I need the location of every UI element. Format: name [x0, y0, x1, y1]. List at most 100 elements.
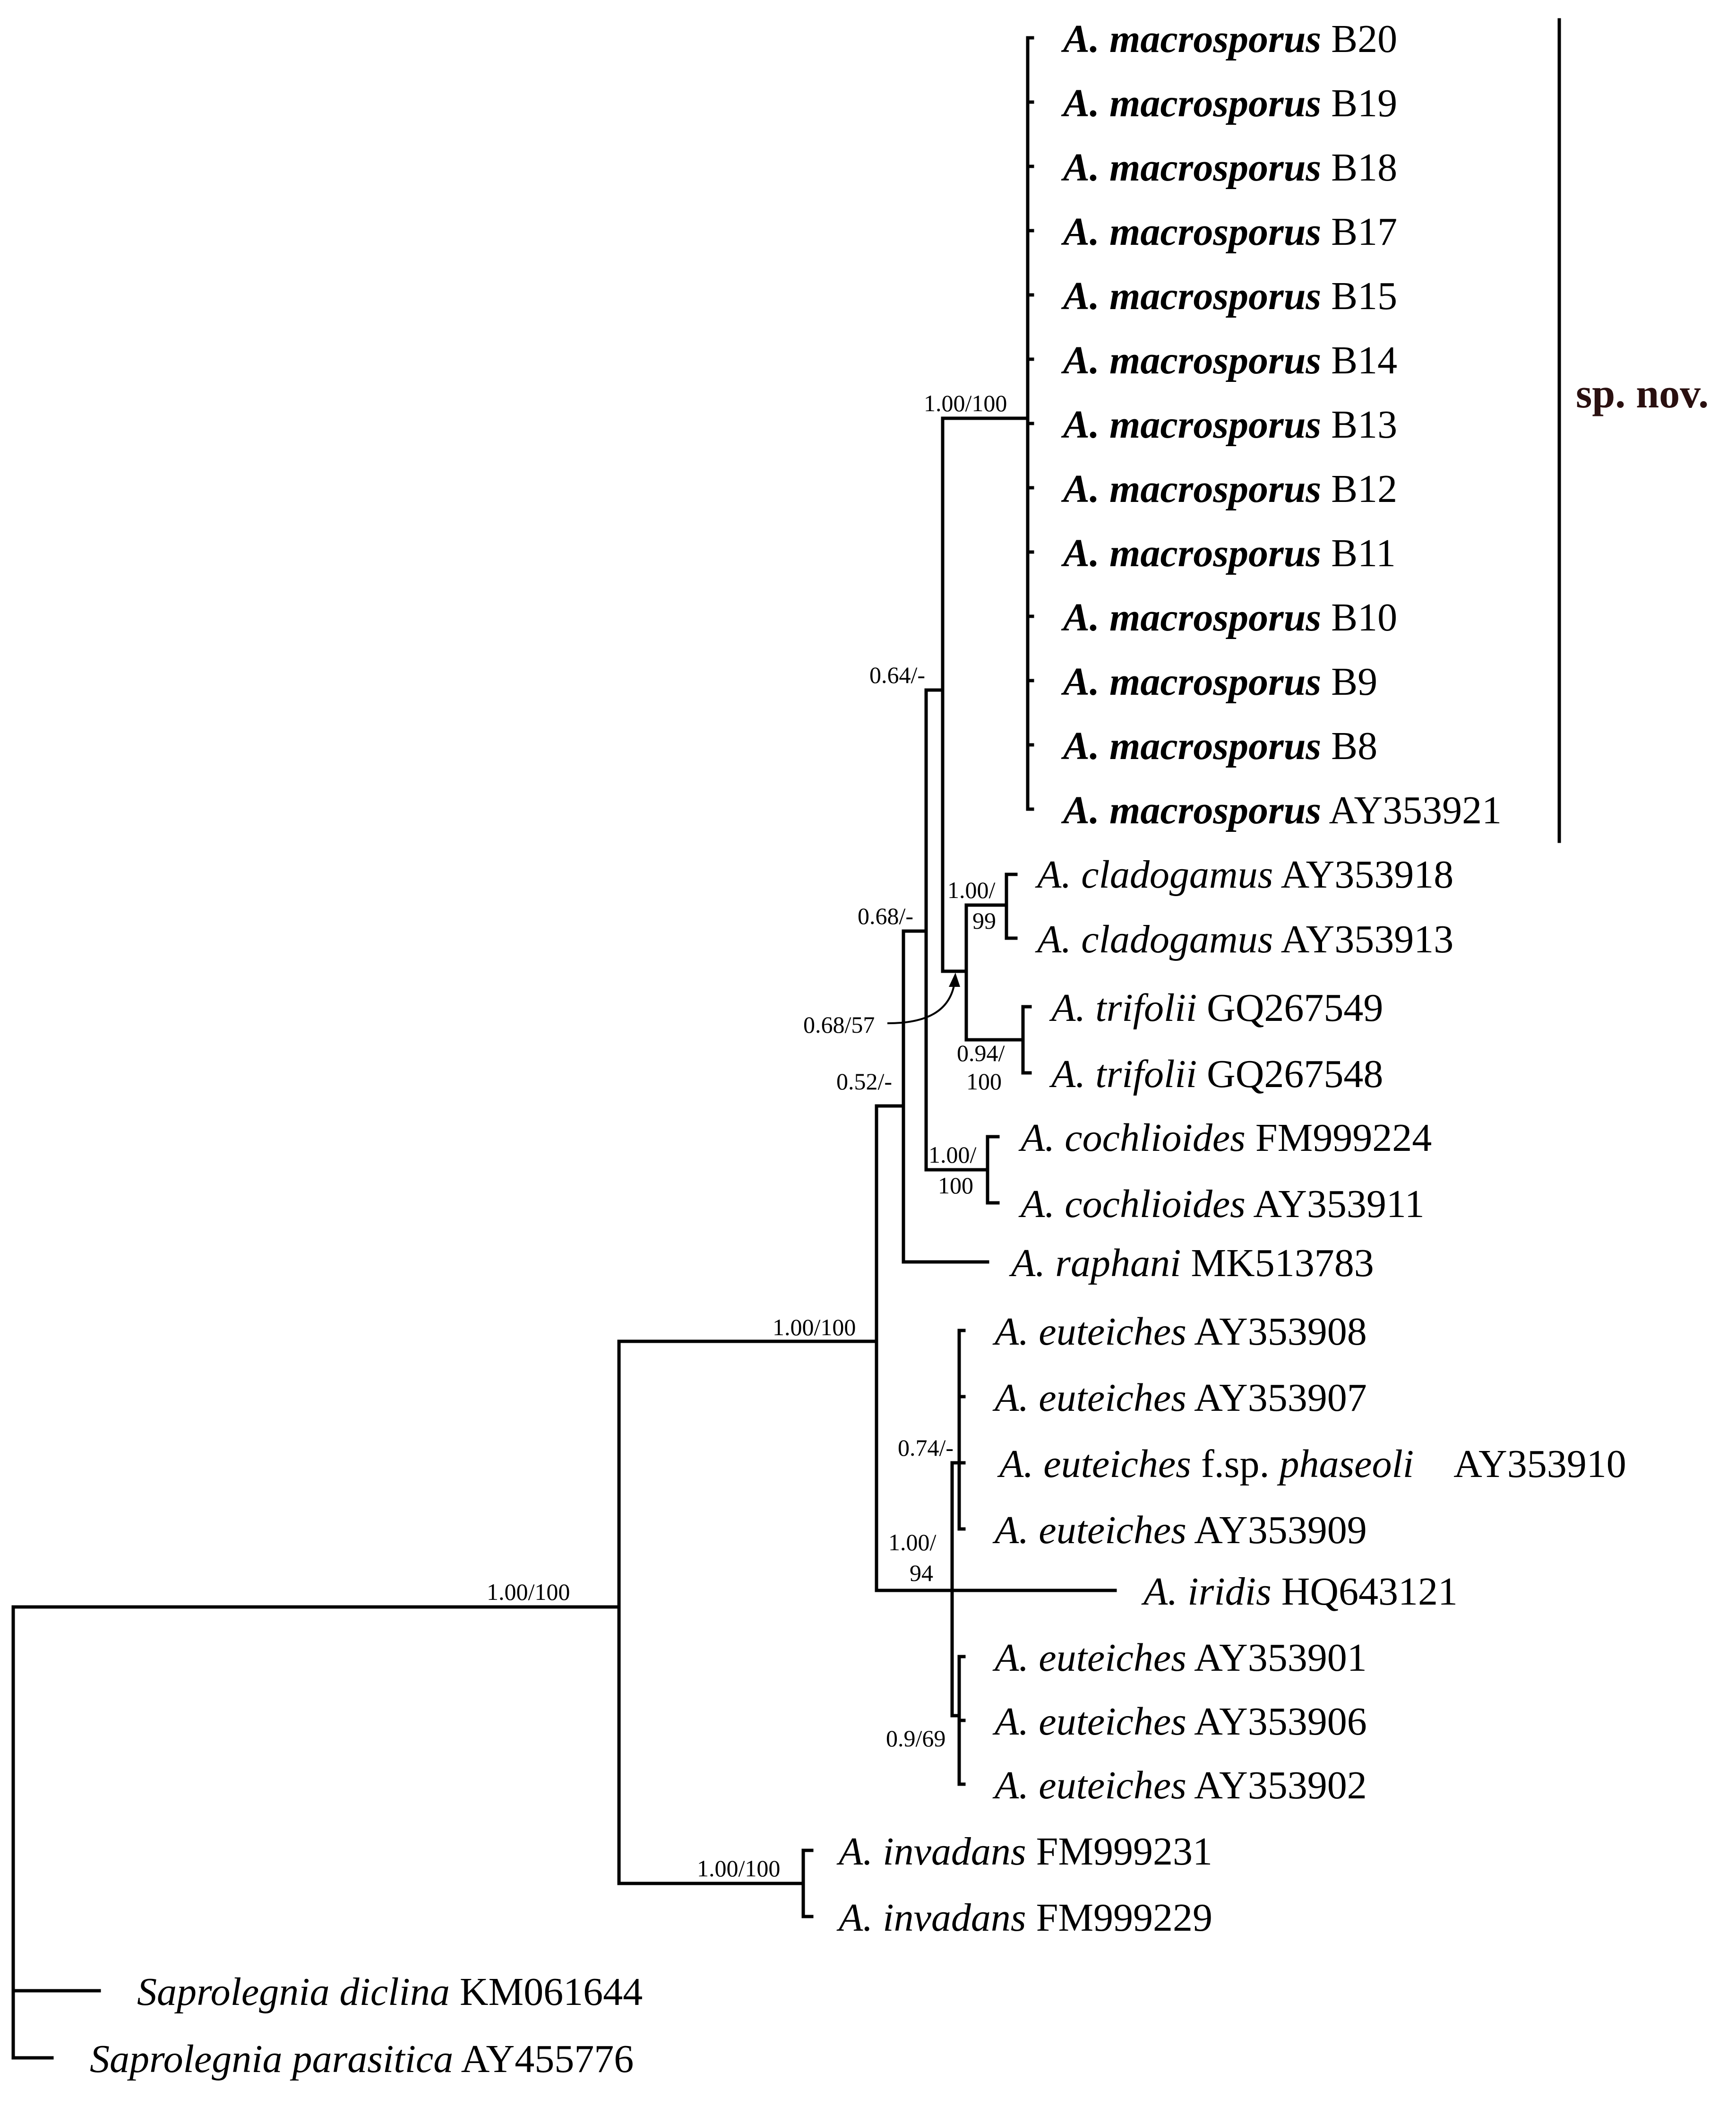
- support-0969: 0.9/69: [886, 1725, 945, 1752]
- taxon-species-name: A. euteiches: [992, 1700, 1186, 1744]
- support-052: 0.52/-: [836, 1068, 892, 1095]
- taxon-species-name: A. cochlioides: [1018, 1182, 1246, 1226]
- taxon-accession: FM999231: [1026, 1830, 1212, 1874]
- taxon-accession: B8: [1321, 724, 1377, 768]
- taxon-label: A. cladogamus AY353913: [1035, 917, 1453, 961]
- taxon-accession: HQ643121: [1272, 1570, 1458, 1614]
- taxon-species-name: A. euteiches: [997, 1442, 1191, 1486]
- taxon-accession: AY353906: [1186, 1700, 1367, 1744]
- taxon-accession: AY353921: [1321, 788, 1502, 832]
- taxon-species-name: A. raphani: [1009, 1241, 1181, 1285]
- taxon-label: A. invadans FM999231: [836, 1830, 1212, 1874]
- taxon-species-name: A. macrosporus: [1061, 17, 1321, 61]
- support-core: 1.00/100: [773, 1314, 856, 1340]
- taxon-accession: MK513783: [1181, 1241, 1374, 1285]
- taxon-label: A. cochlioides AY353911: [1018, 1182, 1425, 1226]
- taxon-accession: B11: [1321, 531, 1396, 575]
- taxon-label: A. iridis HQ643121: [1141, 1570, 1458, 1614]
- taxon-accession: B13: [1321, 403, 1397, 447]
- support-cochlioides-bottom: 100: [938, 1172, 973, 1199]
- taxon-accession: B10: [1321, 596, 1397, 639]
- support-10094-top: 1.00/: [888, 1529, 937, 1555]
- taxon-accession: AY353908: [1186, 1310, 1367, 1354]
- taxon-label: A. euteiches AY353908: [992, 1310, 1367, 1354]
- taxon-label: A. macrosporus B14: [1061, 338, 1397, 382]
- taxon-label: A. macrosporus B15: [1061, 274, 1397, 318]
- taxon-species-name: A. euteiches: [992, 1763, 1186, 1807]
- taxon-label: A. euteiches AY353902: [992, 1763, 1367, 1807]
- taxon-species-name: A. invadans: [836, 1830, 1026, 1874]
- support-macrosporus: 1.00/100: [924, 390, 1007, 416]
- arrow-head: [949, 973, 960, 987]
- taxon-species-name: A. macrosporus: [1061, 788, 1321, 832]
- taxon-label: A. macrosporus B18: [1061, 146, 1397, 190]
- taxon-label: A. macrosporus B9: [1061, 660, 1377, 704]
- taxon-label: A. macrosporus B10: [1061, 596, 1397, 639]
- taxon-species-name: A. macrosporus: [1061, 81, 1321, 125]
- taxon-species-name: A. macrosporus: [1061, 146, 1321, 190]
- taxon-accession: AY353910: [1414, 1442, 1626, 1486]
- tree-branches: [11, 36, 1117, 2060]
- support-cladogamus-top: 1.00/: [947, 877, 996, 903]
- taxon-forma-name: phaseoli: [1277, 1442, 1414, 1486]
- taxon-species-name: A. macrosporus: [1061, 531, 1321, 575]
- taxon-accession: AY353901: [1186, 1636, 1367, 1680]
- taxon-label: A. macrosporus B17: [1061, 210, 1397, 254]
- support-068: 0.68/-: [858, 903, 913, 929]
- taxon-label: A. euteiches AY353901: [992, 1636, 1367, 1680]
- support-cochlioides-top: 1.00/: [928, 1141, 977, 1168]
- taxon-label: A. cochlioides FM999224: [1018, 1116, 1432, 1160]
- taxon-species-name: A. trifolii: [1049, 986, 1197, 1030]
- taxon-label: A. cladogamus AY353918: [1035, 853, 1453, 897]
- support-values: 1.00/100 0.64/- 0.68/- 1.00/ 99 0.68/57 …: [487, 390, 1007, 1882]
- taxon-accession: GQ267549: [1197, 986, 1383, 1030]
- taxon-species-name: A. macrosporus: [1061, 338, 1321, 382]
- taxon-accession: AY455776: [453, 2037, 634, 2081]
- taxon-accession: GQ267548: [1197, 1052, 1383, 1096]
- taxon-species-name: A. cochlioides: [1018, 1116, 1246, 1160]
- taxon-label: A. macrosporus B20: [1061, 17, 1397, 61]
- taxon-accession: FM999229: [1026, 1896, 1212, 1940]
- taxon-accession: AY353918: [1273, 853, 1453, 897]
- taxon-species-name: Saprolegnia diclina: [137, 1970, 450, 2014]
- taxon-forma: f.sp.: [1191, 1442, 1280, 1486]
- taxon-label: A. trifolii GQ267548: [1049, 1052, 1383, 1096]
- support-trifolii-bottom: 100: [966, 1068, 1002, 1095]
- taxon-accession: B20: [1321, 17, 1397, 61]
- taxon-accession: B12: [1321, 467, 1397, 511]
- taxon-species-name: A. euteiches: [992, 1636, 1186, 1680]
- taxon-species-name: A. euteiches: [992, 1508, 1186, 1552]
- taxon-accession: AY353902: [1186, 1763, 1367, 1807]
- taxon-accession: KM061644: [450, 1970, 643, 2014]
- taxon-species-name: A. macrosporus: [1061, 724, 1321, 768]
- taxon-label: A. raphani MK513783: [1009, 1241, 1374, 1285]
- taxon-label: A. macrosporus AY353921: [1061, 788, 1502, 832]
- taxon-accession: AY353907: [1186, 1376, 1367, 1420]
- taxon-label: A. macrosporus B8: [1061, 724, 1377, 768]
- taxon-species-name: Saprolegnia parasitica: [90, 2037, 453, 2081]
- taxon-accession: FM999224: [1246, 1116, 1432, 1160]
- taxon-accession: B9: [1321, 660, 1377, 704]
- taxon-species-name: A. macrosporus: [1061, 467, 1321, 511]
- macrosporus-tips: [1026, 36, 1034, 811]
- taxon-accession: AY353911: [1246, 1182, 1425, 1226]
- taxon-label: A. macrosporus B19: [1061, 81, 1397, 125]
- support-074: 0.74/-: [898, 1434, 954, 1461]
- taxon-accession: B14: [1321, 338, 1397, 382]
- taxon-label: A. euteiches AY353906: [992, 1700, 1367, 1744]
- support-064: 0.64/-: [869, 662, 925, 688]
- taxon-species-name: A. macrosporus: [1061, 210, 1321, 254]
- taxon-accession: B19: [1321, 81, 1397, 125]
- taxon-label: A. invadans FM999229: [836, 1896, 1212, 1940]
- taxon-label: A. euteiches AY353909: [992, 1508, 1367, 1552]
- taxon-species-name: A. cladogamus: [1035, 853, 1273, 897]
- support-trifolii-top: 0.94/: [957, 1040, 1005, 1066]
- taxon-accession: AY353909: [1186, 1508, 1367, 1552]
- taxon-species-name: A. invadans: [836, 1896, 1026, 1940]
- taxon-label: A. macrosporus B13: [1061, 403, 1397, 447]
- taxon-species-name: A. cladogamus: [1035, 917, 1273, 961]
- taxon-label: Saprolegnia diclina KM061644: [137, 1970, 643, 2014]
- taxon-species-name: A. macrosporus: [1061, 596, 1321, 639]
